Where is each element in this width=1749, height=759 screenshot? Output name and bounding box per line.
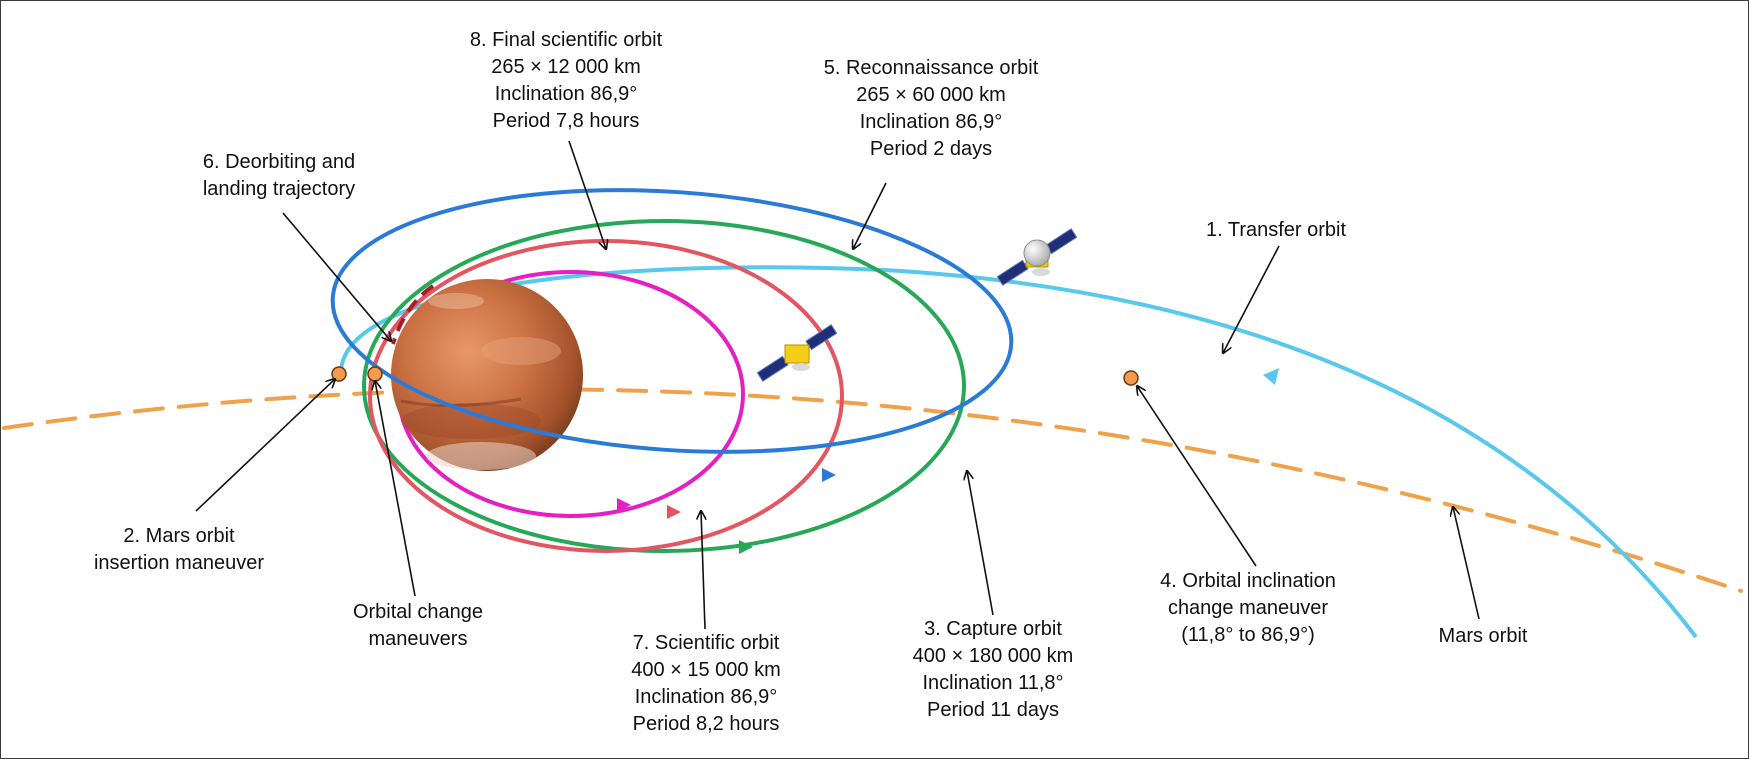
arrow-deorbit <box>282 212 391 341</box>
label-capture-orbit: 3. Capture orbit 400 × 180 000 km Inclin… <box>912 618 1074 721</box>
deorbit-trajectory-path <box>391 284 435 345</box>
mars-planet <box>391 279 583 471</box>
direction-arrow <box>822 468 836 482</box>
direction-arrow <box>617 498 631 512</box>
label-deorbit: 6. Deorbiting and landing trajectory <box>202 151 356 200</box>
arrow-insertion <box>195 379 335 512</box>
maneuver-point-marker <box>1123 370 1139 386</box>
label-mars-orbit: Mars orbit <box>1438 625 1528 647</box>
spacecraft-icon <box>996 228 1078 286</box>
maneuver-point-marker <box>367 366 383 382</box>
label-transfer-orbit: 1. Transfer orbit <box>1205 219 1347 241</box>
label-inclination-change: 4. Orbital inclination change maneuver (… <box>1160 570 1336 646</box>
arrow-recon-orbit <box>853 182 887 249</box>
reconnaissance-orbit-path <box>362 219 966 553</box>
arrow-capture <box>967 471 994 616</box>
mars-orbit-path <box>2 387 1743 593</box>
spacecraft-icon <box>756 324 838 382</box>
arrow-transfer <box>1223 245 1280 353</box>
callout-arrows <box>195 140 1480 630</box>
label-recon-orbit: 5. Reconnaissance orbit 265 × 60 000 km … <box>823 57 1039 160</box>
label-insertion: 2. Mars orbit insertion maneuver <box>93 525 265 574</box>
direction-arrow <box>667 505 681 519</box>
label-scientific-orbit: 7. Scientific orbit 400 × 15 000 km Incl… <box>631 632 781 735</box>
capture-orbit-path <box>330 188 1014 454</box>
arrow-scientific <box>701 511 705 630</box>
label-final-orbit: 8. Final scientific orbit 265 × 12 000 k… <box>469 29 663 132</box>
arrow-mars-orbit <box>1453 507 1480 620</box>
label-orbital-change: Orbital change maneuvers <box>352 601 484 650</box>
arrow-orbital-change <box>375 381 416 597</box>
direction-arrow <box>739 540 753 554</box>
arrow-final-orbit <box>568 140 606 249</box>
arrow-inclination <box>1137 386 1257 567</box>
direction-arrow <box>1263 368 1279 385</box>
